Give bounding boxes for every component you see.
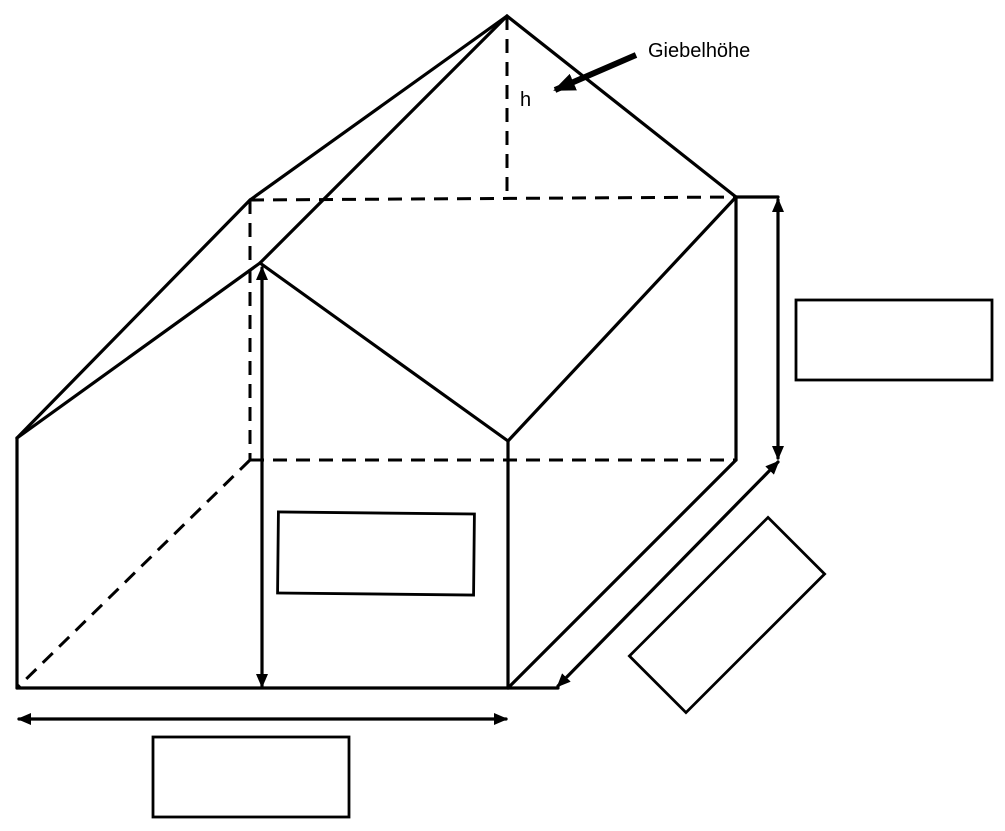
hidden-edges xyxy=(15,16,737,690)
roof-top-left-slope xyxy=(248,14,509,202)
hidden-floor-diagonal xyxy=(15,458,252,690)
dimension-arrows xyxy=(17,198,784,725)
roof-left-eave xyxy=(15,198,252,440)
bottom-answer-box[interactable] xyxy=(151,735,351,819)
front-answer-box[interactable] xyxy=(276,510,476,597)
diagonal-answer-box[interactable] xyxy=(627,515,827,715)
hidden-roof-base-back xyxy=(249,195,737,202)
depth-arrow xyxy=(556,460,780,688)
roof-front-left-slope xyxy=(15,261,262,440)
gable-height-pointer-arrow xyxy=(553,52,638,93)
answer-boxes xyxy=(151,298,994,819)
gable-height-label: Giebelhöhe xyxy=(648,40,750,62)
gable-left-edge xyxy=(258,261,510,443)
right-answer-box[interactable] xyxy=(794,298,994,382)
roof-right-slope xyxy=(505,14,738,199)
roof-ridge xyxy=(258,14,509,265)
visible-edges xyxy=(15,14,780,690)
gable-right-edge xyxy=(506,195,738,443)
height-symbol-label: h xyxy=(520,89,531,111)
gable-height-pointer: Giebelhöhe h xyxy=(520,40,750,111)
